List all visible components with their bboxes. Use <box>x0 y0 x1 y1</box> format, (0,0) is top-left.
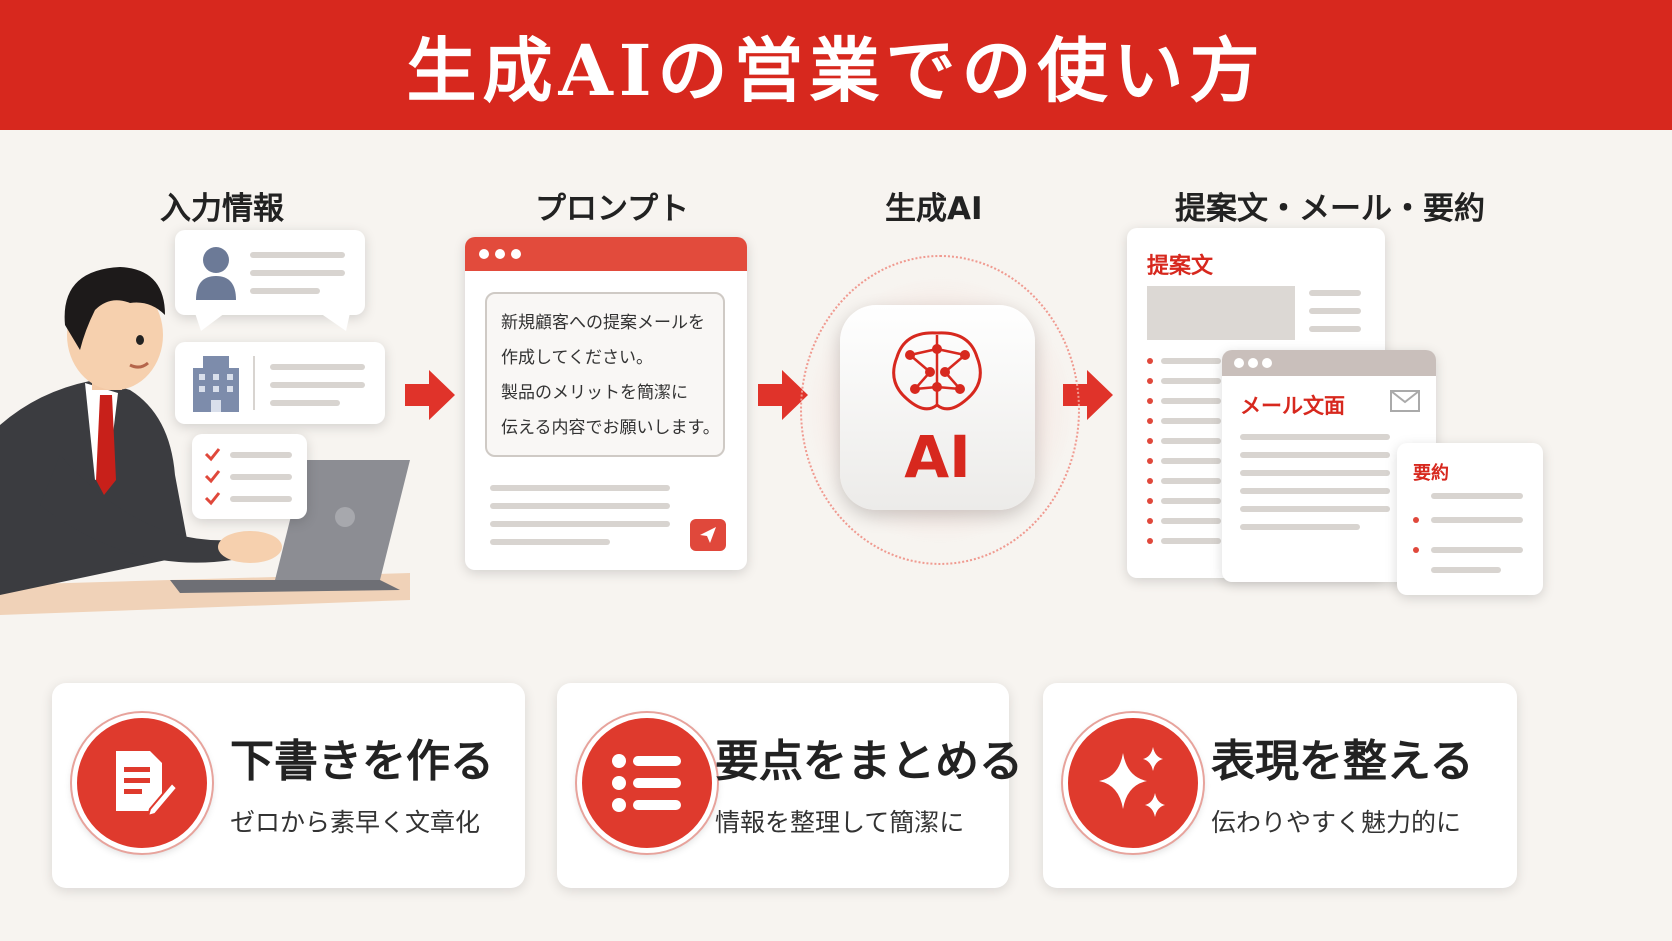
arrow-right-icon <box>758 370 808 420</box>
building-icon <box>193 356 239 412</box>
sparkle-icon <box>1099 747 1165 817</box>
prompt-window: 新規顧客への提案メールを 作成してください。 製品のメリットを簡潔に 伝える内容… <box>465 237 747 570</box>
bubble-tail <box>195 313 225 331</box>
prompt-line: 新規顧客への提案メールを <box>501 313 705 333</box>
list-icon <box>612 754 681 812</box>
benefit-subtitle: 情報を整理して簡潔に <box>715 808 965 837</box>
benefit-icon <box>577 713 717 853</box>
checklist-card <box>192 434 307 519</box>
envelope-icon <box>1390 390 1420 412</box>
page-title: 生成AIの営業での使い方 <box>406 28 1266 112</box>
businessman-illustration <box>0 267 410 615</box>
prompt-line: 伝える内容でお願いします。 <box>501 418 720 438</box>
step-title-ai: 生成AI <box>885 191 983 227</box>
prompt-bubble: 新規顧客への提案メールを 作成してください。 製品のメリットを簡潔に 伝える内容… <box>485 292 725 457</box>
step-title-prompt: プロンプト <box>535 191 690 227</box>
benefit-subtitle: ゼロから素早く文章化 <box>230 808 481 837</box>
summary-document: 要約 <box>1397 443 1543 595</box>
paper-plane-icon <box>700 527 716 543</box>
benefit-card-polish: 表現を整える 伝わりやすく魅力的に <box>1043 683 1517 888</box>
arrow-right-icon <box>405 370 455 420</box>
step-title-output: 提案文・メール・要約 <box>1175 191 1485 227</box>
benefit-icon <box>1063 713 1203 853</box>
header-banner: 生成AIの営業での使い方 <box>0 0 1672 130</box>
step-title-input: 入力情報 <box>160 191 284 227</box>
mail-label: メール文面 <box>1240 394 1345 418</box>
benefit-card-summarize: 要点をまとめる 情報を整理して簡潔に <box>557 683 1023 888</box>
brain-network-icon <box>892 331 982 411</box>
customer-info-card <box>175 230 365 315</box>
bubble-tail <box>320 313 350 331</box>
send-button[interactable] <box>690 519 726 551</box>
benefit-subtitle: 伝わりやすく魅力的に <box>1211 808 1462 837</box>
company-info-card <box>175 342 385 424</box>
benefit-icon <box>72 713 212 853</box>
checklist-icon <box>204 448 292 506</box>
ai-badge: AI <box>840 305 1035 510</box>
user-icon <box>196 247 236 300</box>
arrow-right-icon <box>1063 370 1113 420</box>
benefit-title: 表現を整える <box>1211 736 1474 787</box>
ai-label: AI <box>904 423 971 491</box>
proposal-label: 提案文 <box>1147 254 1214 279</box>
benefit-card-draft: 下書きを作る ゼロから素早く文章化 <box>52 683 525 888</box>
summary-label: 要約 <box>1413 463 1449 484</box>
prompt-line: 作成してください。 <box>501 348 653 368</box>
prompt-line: 製品のメリットを簡潔に <box>501 383 688 403</box>
window-titlebar <box>465 237 747 271</box>
document-pen-icon <box>116 751 178 818</box>
benefit-title: 下書きを作る <box>230 736 494 787</box>
benefit-title: 要点をまとめる <box>715 736 1023 787</box>
